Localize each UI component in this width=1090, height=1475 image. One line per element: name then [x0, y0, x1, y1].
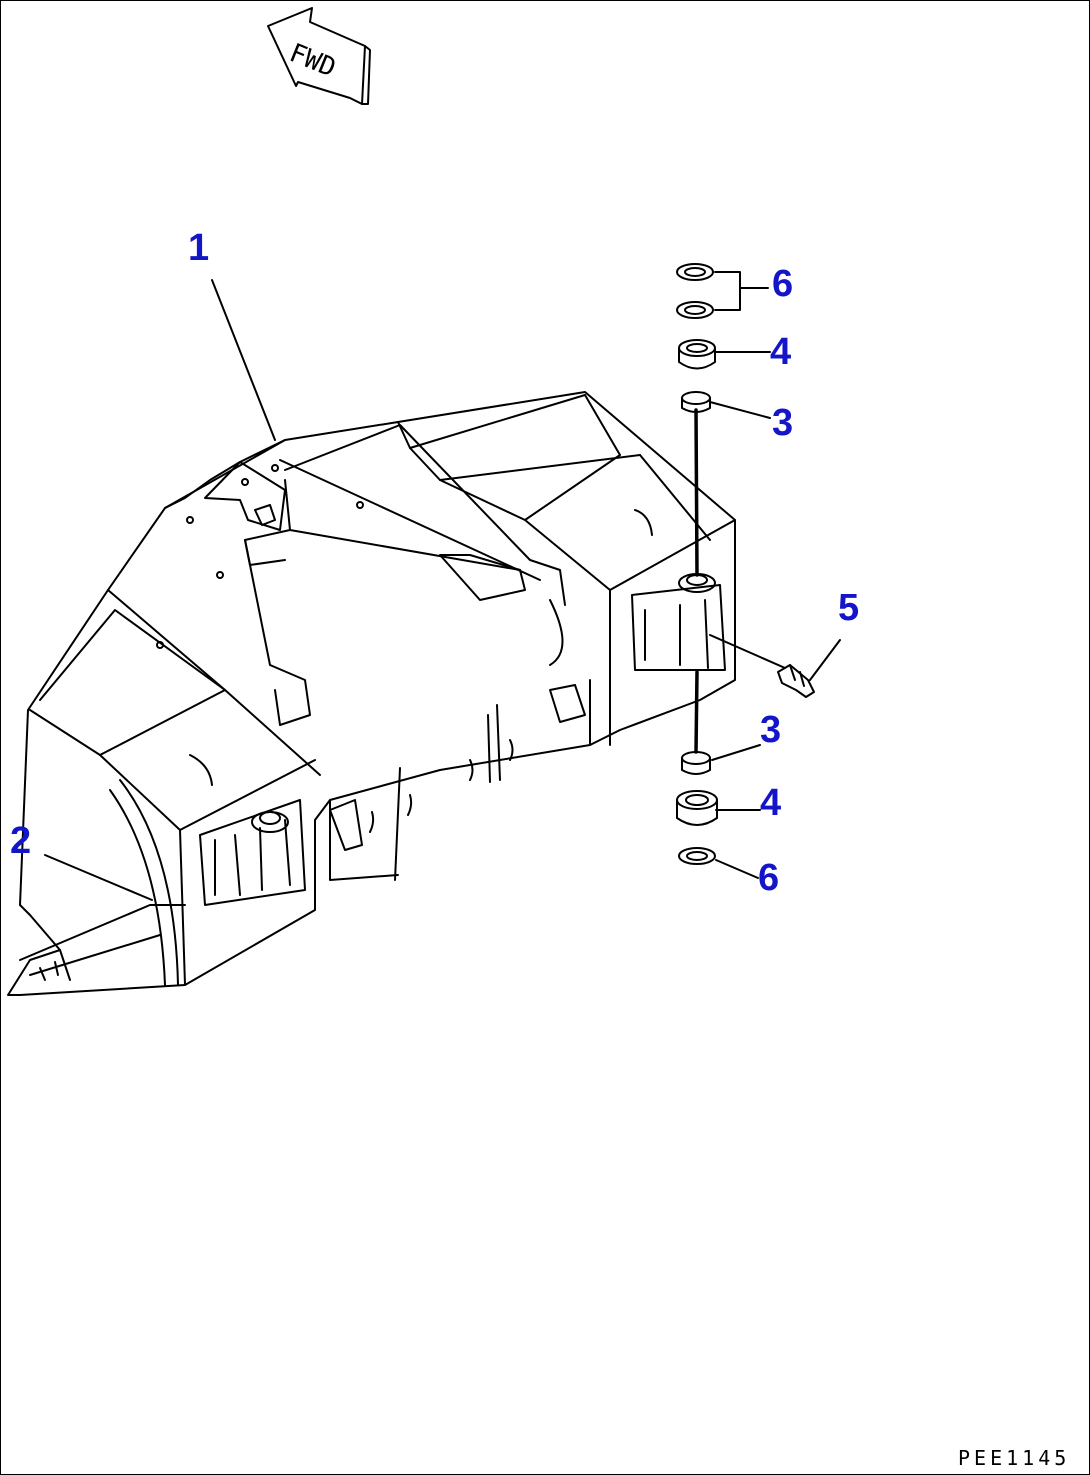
callout-6-bottom: 6 — [758, 857, 779, 899]
fwd-arrow: FWD — [267, 7, 371, 105]
callouts: 1 2 3 3 4 4 5 6 6 — [10, 227, 859, 899]
callout-3-bottom: 3 — [760, 709, 781, 751]
main-frame-drawing — [7, 391, 736, 996]
fwd-label: FWD — [285, 38, 340, 83]
leader-lines — [44, 271, 841, 901]
callout-5: 5 — [838, 587, 859, 629]
callout-4-top: 4 — [770, 331, 791, 373]
callout-6-top: 6 — [772, 263, 793, 305]
exploded-parts — [676, 263, 815, 865]
callout-1: 1 — [188, 227, 209, 269]
callout-2: 2 — [10, 820, 31, 862]
callout-3-top: 3 — [772, 402, 793, 444]
drawing-code: PEE1145 — [958, 1446, 1070, 1470]
callout-4-bottom: 4 — [760, 782, 781, 824]
